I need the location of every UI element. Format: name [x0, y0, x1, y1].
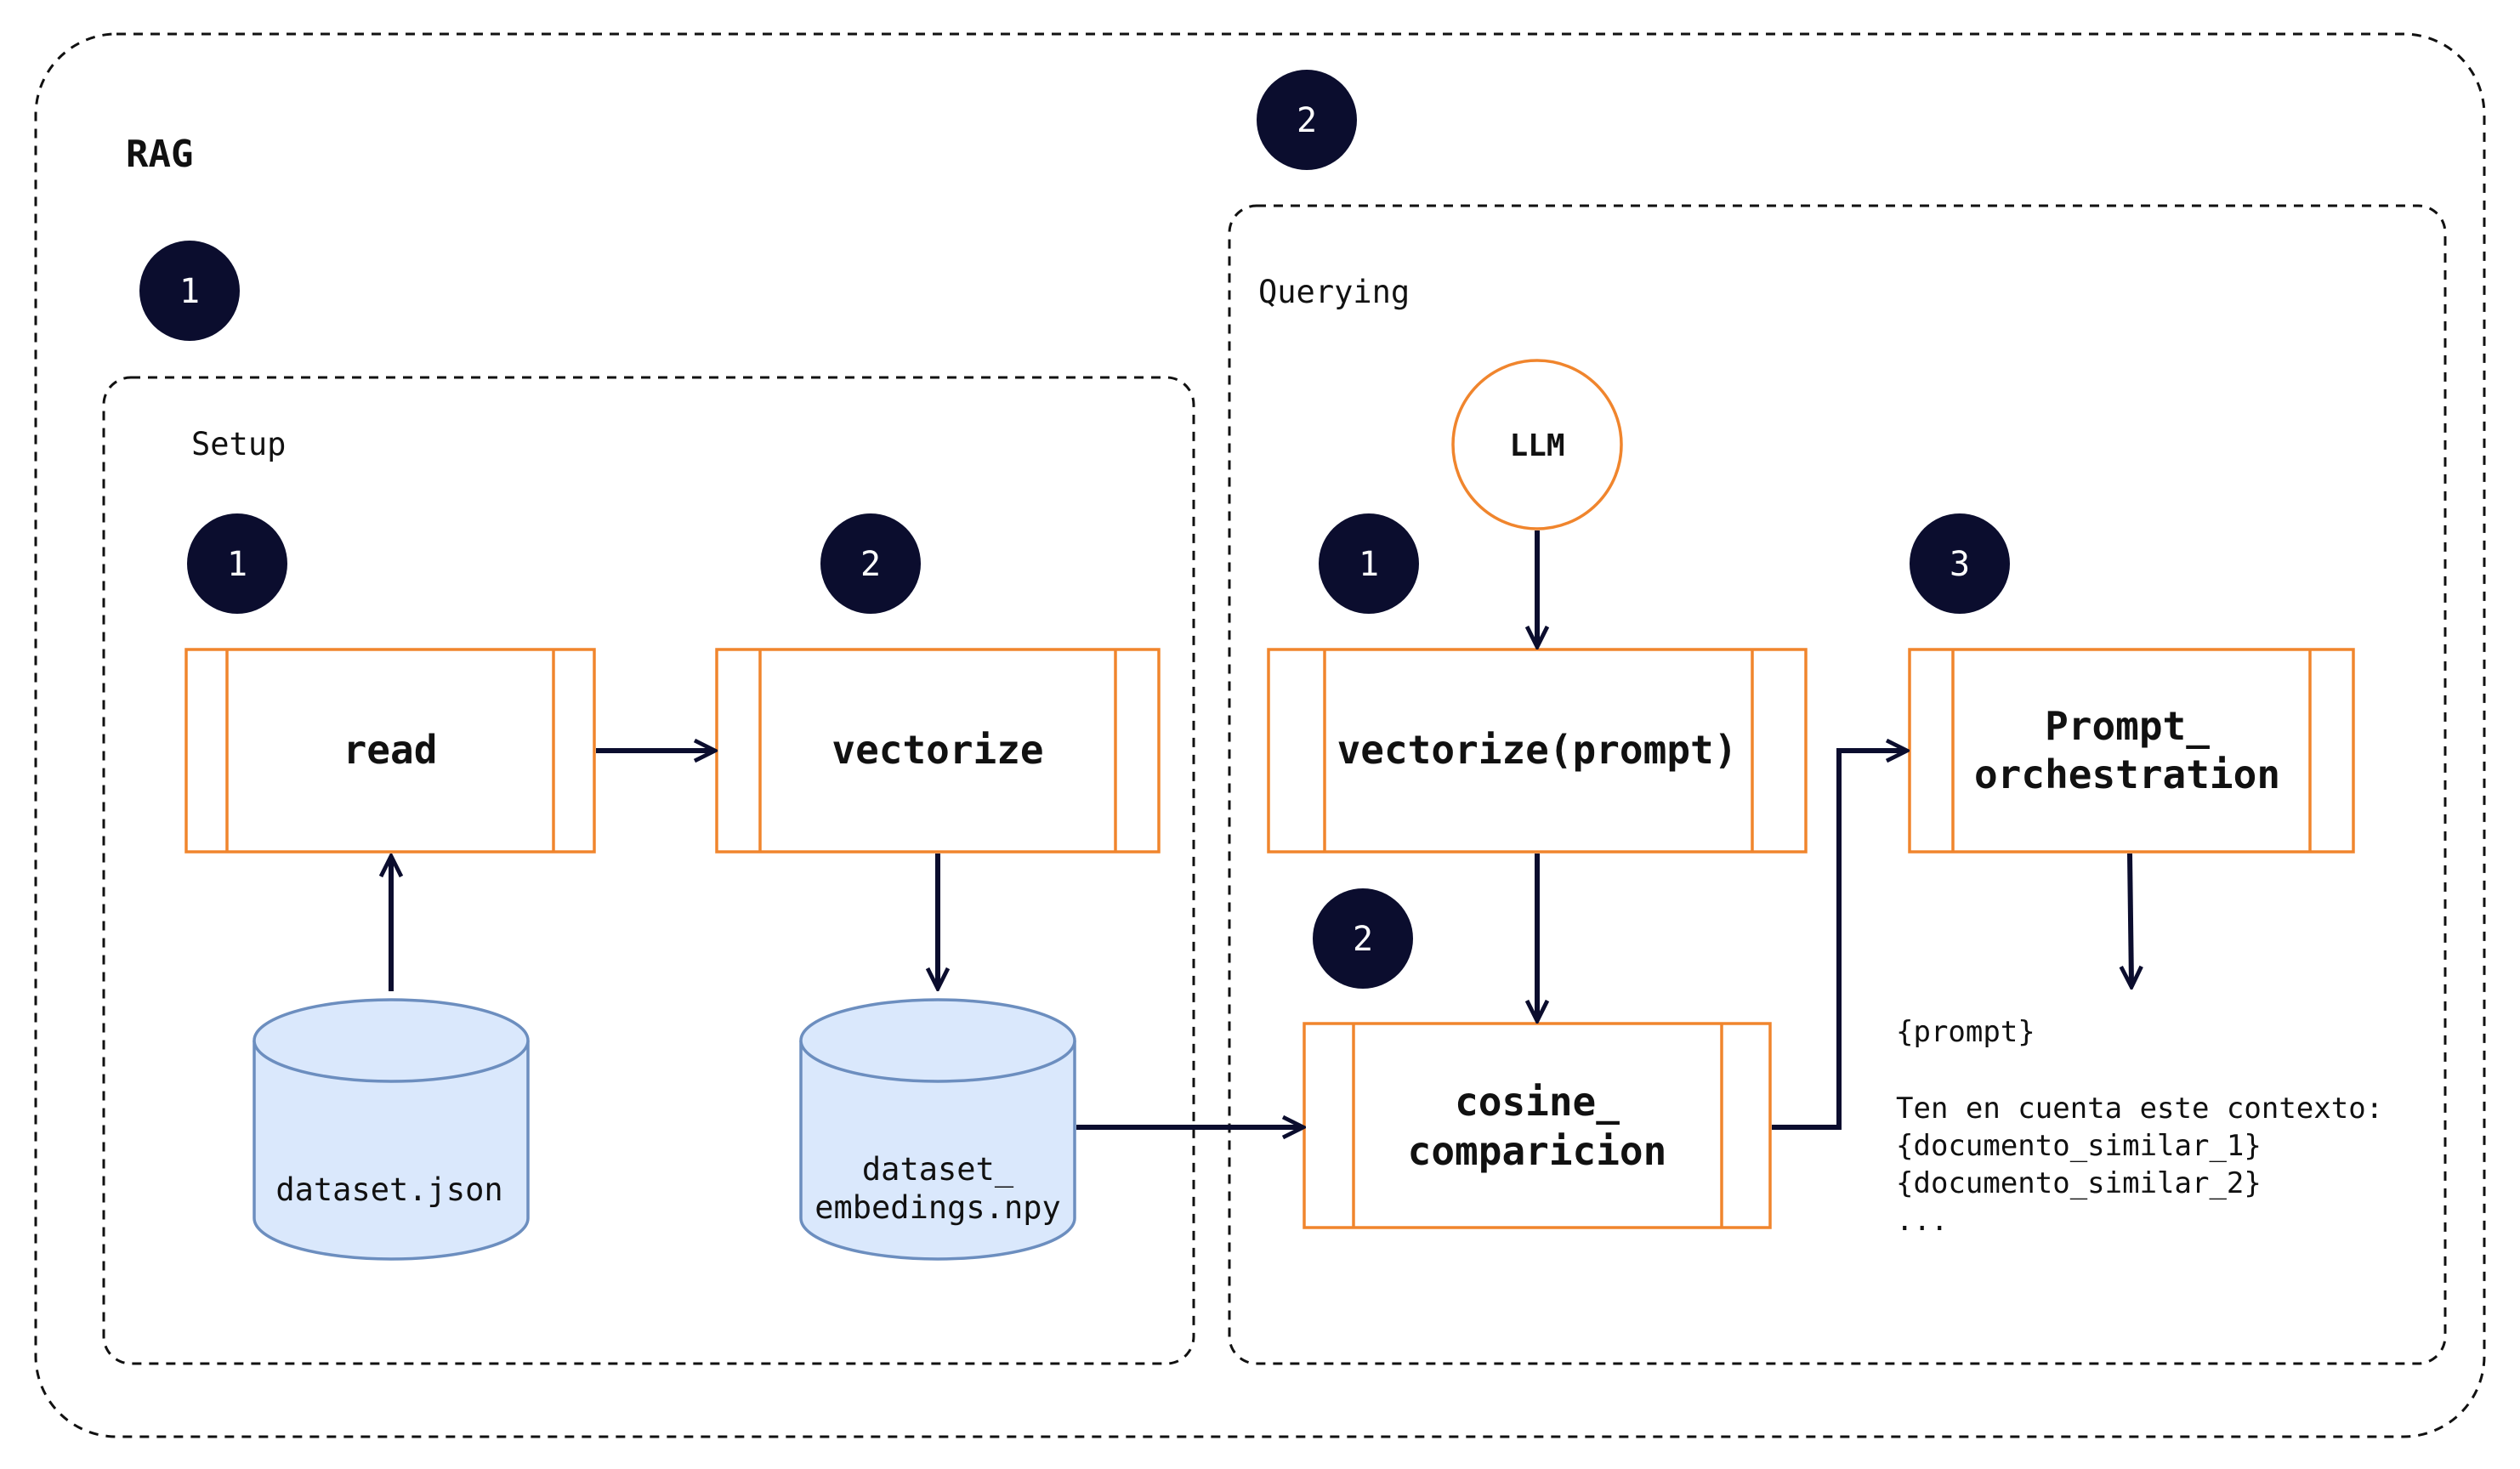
vectorize-prompt-badge — [1319, 513, 1419, 614]
cosine-badge — [1313, 888, 1413, 989]
embeddings-label-line1: dataset_ — [862, 1151, 1014, 1188]
rag-title: RAG — [126, 133, 193, 176]
querying-container — [1228, 204, 2447, 1365]
vectorize-prompt-badge-number: 1 — [1359, 545, 1379, 584]
read-badge-number: 1 — [227, 545, 247, 584]
output-line-doc1: {documento_similar_1} — [1896, 1129, 2262, 1163]
embeddings-label-line2: embedings.npy — [814, 1189, 1061, 1226]
vectorize-process-box: vectorize — [715, 648, 1161, 854]
llm-label: LLM — [1509, 428, 1564, 463]
orchestration-badge-number: 3 — [1950, 545, 1970, 584]
cosine-label-line2: comparicion — [1408, 1128, 1667, 1174]
vectorize-badge — [820, 513, 921, 614]
connectors — [391, 530, 2131, 1127]
llm-node — [1451, 359, 1623, 530]
dataset-json-store: dataset.json — [253, 998, 530, 1261]
setup-label: Setup — [191, 426, 286, 462]
read-badge — [187, 513, 287, 614]
arrow-cosine-to-orchestration — [1772, 751, 1904, 1130]
orchestration-process-box: Prompt_ orchestration — [1908, 648, 2355, 854]
embeddings-store: dataset_ embedings.npy — [799, 998, 1076, 1261]
setup-badge — [139, 241, 240, 341]
vectorize-badge-number: 2 — [860, 545, 881, 584]
output-line-ellipsis: ... — [1896, 1204, 1948, 1238]
orchestration-label-line1: Prompt_ — [2045, 703, 2210, 749]
cosine-label-line1: cosine_ — [1455, 1079, 1620, 1125]
cosine-badge-number: 2 — [1353, 920, 1373, 959]
rag-container — [34, 32, 2486, 1438]
querying-label: Querying — [1258, 274, 1410, 310]
read-process-box: read — [184, 648, 596, 854]
arrow-orchestration-to-output — [2130, 853, 2131, 984]
output-line-doc2: {documento_similar_2} — [1896, 1166, 2262, 1200]
read-label: read — [343, 727, 438, 773]
setup-badge-number: 1 — [179, 272, 200, 311]
output-line-prompt: {prompt} — [1896, 1015, 2035, 1049]
querying-badge — [1257, 70, 1357, 170]
prompt-template-output: {prompt} Ten en cuenta este contexto: {d… — [1896, 1015, 2383, 1238]
vectorize-label: vectorize — [831, 727, 1043, 773]
setup-container — [102, 376, 1195, 1365]
orchestration-label-line2: orchestration — [1974, 752, 2280, 797]
dataset-json-label: dataset.json — [275, 1171, 502, 1208]
vectorize-prompt-process-box: vectorize(prompt) — [1267, 648, 1808, 854]
cosine-process-box: cosine_ comparicion — [1303, 1022, 1772, 1229]
orchestration-badge — [1910, 513, 2010, 614]
output-line-context: Ten en cuenta este contexto: — [1896, 1092, 2383, 1126]
setup-group: 1 Setup 1 read 2 vectorize dataset.json — [102, 241, 1195, 1365]
querying-group: 2 Querying LLM 1 vectorize(prompt) 2 cos… — [1228, 70, 2447, 1365]
querying-badge-number: 2 — [1297, 101, 1317, 140]
vectorize-prompt-label: vectorize(prompt) — [1337, 727, 1738, 773]
